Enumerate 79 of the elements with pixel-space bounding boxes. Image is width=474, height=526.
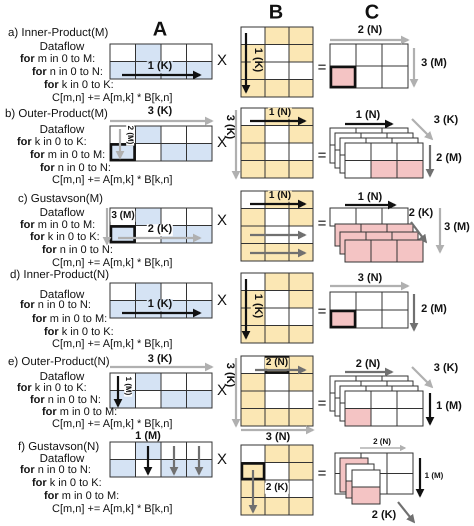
code-line: for n in 0 to N: [40,163,111,175]
arrow-label: 1 (M) [436,401,462,413]
code-line: C[m,n] += A[m,k] * B[k,n] [52,93,172,105]
code-line: for m in 0 to M: [20,220,96,232]
arrow-label: 1 (K) [146,299,174,311]
dataflow-label: Dataflow [40,452,84,465]
dataflow-label: Dataflow [40,370,84,383]
operator-sign: X [217,53,227,69]
code-line: C[m,n] += A[m,k] * B[k,n] [52,175,172,187]
code-line: for k in 0 to K: [44,327,114,339]
arrow-label: 2 (K) [372,510,396,522]
arrow-label: 2 (N) [358,25,382,37]
code-line: C[m,n] += A[m,k] * B[k,n] [52,339,172,351]
arrow-label: 3 (N) [358,273,382,285]
arrow-label: 1 (M) [135,431,161,443]
arrow-label: 3 (M) [421,58,447,70]
arrow-label: 2 (K) [264,482,290,494]
arrow-label: 1 (N) [268,108,292,118]
dataflow-label: Dataflow [40,206,84,220]
operator-sign: X [217,293,227,309]
arrow-label: 2 (K) [146,224,174,236]
operator-sign: = [318,466,326,482]
arrow-label: 1 (M) [424,472,444,480]
dataflow-title: e) Outer-Product(N) [8,356,110,368]
arrow-label: 1 (N) [356,110,380,122]
code-line: for m in 0 to M: [30,150,106,162]
code-line: C[m,n] += A[m,k] * B[k,n] [52,504,172,516]
operator-sign: = [318,396,326,412]
code-line: for k in 0 to K: [17,383,87,395]
operator-sign: X [217,213,227,229]
operator-sign: = [318,216,326,232]
arrow-label: 1 (N) [358,192,382,204]
matrix-name: A [152,20,168,40]
dataflow-title: f) Gustavson(N) [18,440,100,454]
arrow-label: 2 (K) [408,208,434,220]
arrow-label: 3 (M) [444,222,470,234]
code-line: for k in 0 to K: [30,232,100,244]
dataflow-title: b) Outer-Product(M) [5,108,108,120]
code-line: for m in 0 to M: [32,314,108,326]
operator-sign: X [217,452,227,468]
arrow-label: 2 (M) [421,304,447,316]
code-line: C[m,n] += A[m,k] * B[k,n] [52,258,172,270]
dataflow-label: Dataflow [40,288,84,301]
dataflow-title: c) Gustavson(M) [18,192,103,206]
code-line: C[m,n] += A[m,k] * B[k,n] [52,419,172,431]
dataflow-title: d) Inner-Product(N) [10,268,110,282]
arrow-label: 1 (K) [251,292,263,320]
arrow-label: 1 (K) [146,61,174,73]
arrow-label: 2 (N) [264,358,290,368]
operator-sign: = [318,60,326,76]
dataflow-label: Dataflow [40,124,84,136]
arrow-label: 3 (N) [266,432,290,444]
matrix-name: C [364,2,380,24]
arrow-label: 3 (K) [148,106,172,118]
arrow-label: 2 (M) [436,153,462,165]
arrow-label: 3 (K) [434,115,458,127]
code-line: for k in 0 to K: [32,478,102,490]
operator-sign: = [318,148,326,164]
code-line: for n in 0 to N: [20,465,91,477]
arrow-label: 3 (K) [434,363,458,375]
code-line: for k in 0 to K: [44,80,114,92]
dataflow-title: a) Inner-Product(M) [8,26,108,40]
arrow-label: 2 (N) [356,359,380,371]
matrix-name: B [268,2,284,24]
arrow-label: 3 (M) [110,210,136,222]
code-line: for n in 0 to N: [42,245,113,257]
arrow-label: 1 (N) [268,190,292,202]
code-line: for k in 0 to K: [17,137,87,149]
operator-sign: = [318,304,326,320]
code-line: for m in 0 to M: [42,407,118,419]
code-line: for m in 0 to M: [44,491,120,503]
code-line: for n in 0 to N: [30,395,101,407]
dataflow-label: Dataflow [40,40,84,54]
arrow-label: 3 (K) [148,354,172,366]
arrow-label: 1 (K) [251,46,263,74]
code-line: for m in 0 to M: [20,54,96,66]
arrow-label: 2 (N) [373,438,391,446]
code-line: for n in 0 to N: [32,67,103,79]
code-line: for n in 0 to N: [20,300,91,312]
